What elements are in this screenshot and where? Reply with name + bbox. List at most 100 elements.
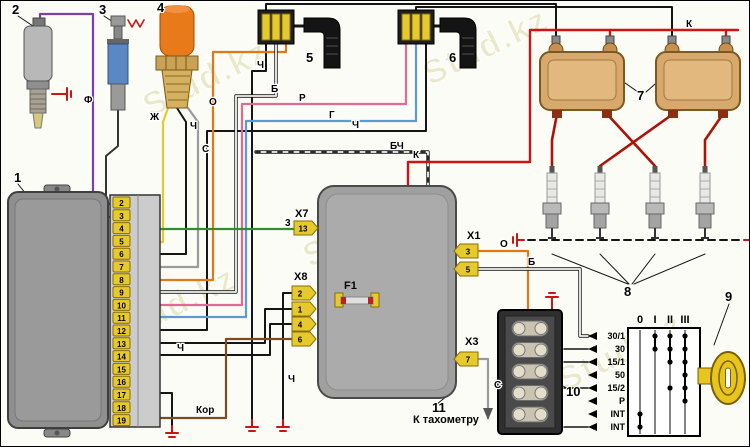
wire-bch-stripes bbox=[255, 151, 429, 187]
wire-white-x1-over bbox=[477, 268, 589, 337]
component-3-sensor bbox=[107, 15, 145, 111]
spark-plug bbox=[590, 166, 610, 239]
wire-pink bbox=[158, 42, 408, 307]
diagram-shape bbox=[718, 110, 728, 118]
wire-color-label: Ф bbox=[84, 95, 93, 106]
component-2-sensor bbox=[23, 17, 53, 129]
switch-position-header: I bbox=[653, 314, 656, 326]
wire-gray-x3 bbox=[476, 357, 490, 410]
fuse-cap bbox=[512, 365, 526, 378]
connector-pin-number: 6 bbox=[119, 250, 124, 259]
connector-pin-number: 5 bbox=[119, 237, 124, 246]
fuse-cap bbox=[534, 365, 548, 378]
wire-black-x8p1 bbox=[159, 308, 293, 344]
x8-pin-number: 1 bbox=[298, 306, 303, 315]
x8-pin-number: 4 bbox=[298, 321, 303, 330]
diagram-shape bbox=[32, 17, 46, 27]
diagram-shape bbox=[421, 13, 431, 41]
part-label-3: 3 bbox=[99, 2, 106, 17]
connector-5 bbox=[257, 9, 295, 45]
part-label-5: 5 bbox=[306, 50, 313, 65]
switch-position-header: 0 bbox=[637, 314, 643, 326]
x7-label: X7 bbox=[295, 208, 308, 220]
connector-pin-number: 14 bbox=[117, 353, 126, 362]
wire-segment bbox=[547, 180, 557, 198]
connector-pin-box bbox=[112, 337, 131, 350]
label8-leader-lines bbox=[551, 253, 706, 285]
diagram-shape bbox=[107, 39, 129, 44]
connector-pin-number: 11 bbox=[117, 314, 126, 323]
diagram-shape bbox=[627, 327, 701, 437]
connector-pin-number: 19 bbox=[117, 417, 126, 426]
wire-color-label: О bbox=[500, 239, 508, 250]
part-label-11: 11 bbox=[432, 400, 446, 415]
wire-color-label: Г bbox=[329, 110, 335, 121]
diagram-shape bbox=[453, 261, 479, 277]
diagram-shape bbox=[718, 360, 738, 396]
connector-pin-box bbox=[112, 362, 131, 375]
diagram-shape bbox=[341, 297, 346, 304]
diagram-shape bbox=[411, 13, 421, 41]
switch-row-arrow-icon bbox=[588, 397, 597, 405]
diagram-shape bbox=[546, 172, 558, 204]
wire-color-label: К bbox=[413, 150, 420, 161]
connector-pin-box bbox=[112, 222, 131, 235]
diagram-shape bbox=[648, 213, 662, 229]
part-label-2: 2 bbox=[12, 2, 19, 17]
part-label-6: 6 bbox=[449, 50, 456, 65]
wire-segment bbox=[165, 56, 187, 70]
wire-segment bbox=[650, 180, 660, 198]
cap5-ribs bbox=[326, 37, 338, 55]
diagram-shape bbox=[261, 13, 271, 41]
connector-pin-box bbox=[112, 273, 131, 286]
diagram-shape bbox=[542, 202, 562, 215]
diagram-shape bbox=[699, 172, 711, 204]
wire-color-label: К bbox=[686, 19, 693, 30]
diagram-shape bbox=[110, 15, 126, 27]
wire-color-label: С bbox=[202, 144, 209, 155]
switch-row-label: 30 bbox=[615, 344, 625, 354]
wire-yellow bbox=[158, 106, 170, 244]
wire-segment bbox=[701, 228, 709, 239]
switch-row-arrow-icon bbox=[588, 410, 597, 418]
f1-fuse bbox=[334, 292, 380, 308]
diagram-shape bbox=[702, 166, 708, 173]
switch-position-header: II bbox=[667, 314, 673, 326]
diagram-shape bbox=[725, 367, 731, 389]
wire-color-label: Ч bbox=[177, 343, 184, 354]
x3-pin-number: 7 bbox=[466, 356, 471, 365]
f1-label: F1 bbox=[344, 280, 357, 292]
connector-pin-box bbox=[112, 414, 131, 427]
x1-pin-number: 5 bbox=[466, 266, 471, 275]
switch-stub-wires bbox=[563, 348, 589, 428]
wire-segment bbox=[700, 180, 710, 198]
fuse-cap bbox=[534, 322, 548, 335]
wire-segment bbox=[165, 75, 190, 101]
spark-plugs bbox=[542, 166, 715, 239]
tachometer-note: К тахометру bbox=[413, 414, 480, 426]
diagram-shape bbox=[14, 198, 102, 422]
x1-pin-number: 3 bbox=[466, 248, 471, 257]
wire-orange bbox=[158, 42, 288, 282]
connector-pin-number: 16 bbox=[117, 378, 126, 387]
x8-pin-number: 2 bbox=[298, 290, 303, 299]
part-label-10: 10 bbox=[566, 384, 580, 399]
spark-plug bbox=[645, 166, 665, 239]
diagram-shape bbox=[291, 285, 317, 301]
wire-color-label: Ч bbox=[257, 60, 264, 71]
wire-color-label: Ч bbox=[288, 374, 295, 385]
wire-segment bbox=[548, 228, 556, 239]
wire-black-pin17-ground bbox=[159, 392, 173, 427]
connector-pin-number: 2 bbox=[119, 199, 124, 208]
part-label-1: 1 bbox=[14, 170, 21, 185]
diagram-shape bbox=[271, 13, 281, 41]
cap6-ribs bbox=[462, 37, 474, 55]
diagram-shape bbox=[668, 110, 678, 118]
diagram-shape bbox=[645, 202, 665, 215]
diagram-shape bbox=[291, 301, 317, 317]
diagram-shape bbox=[54, 430, 60, 436]
x7-pin-number: 13 bbox=[299, 225, 308, 234]
x3-label: X3 bbox=[465, 336, 478, 348]
